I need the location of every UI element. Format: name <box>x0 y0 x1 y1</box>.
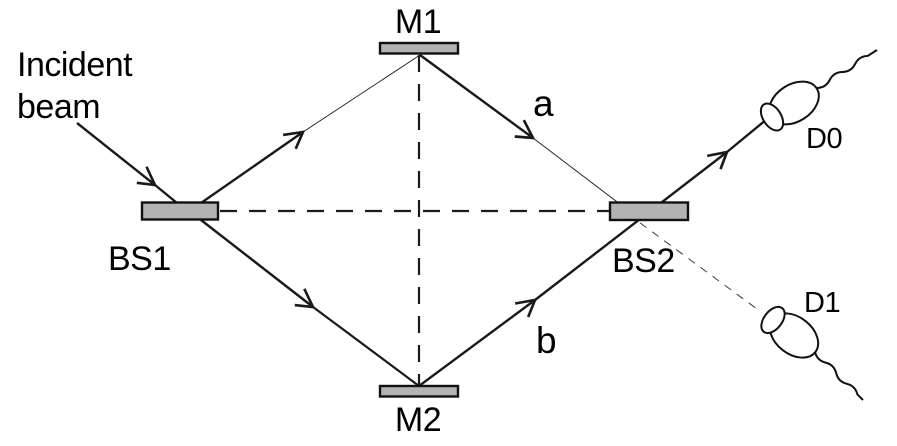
path-a-label: a <box>533 83 554 124</box>
beam-bs2-to-d0-tail <box>726 118 768 153</box>
bs2-label: BS2 <box>612 242 675 280</box>
bs1-label: BS1 <box>108 240 171 278</box>
m2-label: M2 <box>395 401 441 439</box>
beam-m2-to-bs2-arrow <box>418 298 538 387</box>
dashed-beam-bs2-to-d1 <box>627 213 758 310</box>
mirror-m1-rect <box>378 41 460 55</box>
detector-d1-icon <box>760 305 864 401</box>
beam-bs2-to-d0-arrow <box>534 150 730 301</box>
incident-beam-line-tail <box>154 184 178 204</box>
beamsplitter-bs1-rect <box>140 201 220 221</box>
m1-label: M1 <box>395 3 441 41</box>
beam-bs1-to-m1-arrow <box>200 130 306 204</box>
beamsplitter-bs2-rect <box>608 201 690 222</box>
d0-wire-squiggle <box>816 49 878 89</box>
d1-cone-mouth <box>760 305 786 335</box>
incident-beam-label-line2: beam <box>17 88 100 126</box>
d0-cone-mouth <box>759 102 785 132</box>
detector-d0-icon <box>759 49 878 132</box>
beam-bs1-to-m2-tail <box>312 306 420 387</box>
beam-bs1-to-m1-thin <box>302 54 421 133</box>
beam-m1-to-bs2-arrow <box>419 54 536 140</box>
d1-label: D1 <box>804 287 840 319</box>
mirror-m2-rect <box>378 384 460 398</box>
incident-beam-line <box>76 122 158 187</box>
path-b-label: b <box>536 320 556 361</box>
d0-label: D0 <box>806 123 842 155</box>
beam-bs1-to-m2-arrow <box>200 219 316 309</box>
incident-beam-label-line1: Incident <box>17 46 133 84</box>
d1-wire-squiggle <box>814 351 864 401</box>
